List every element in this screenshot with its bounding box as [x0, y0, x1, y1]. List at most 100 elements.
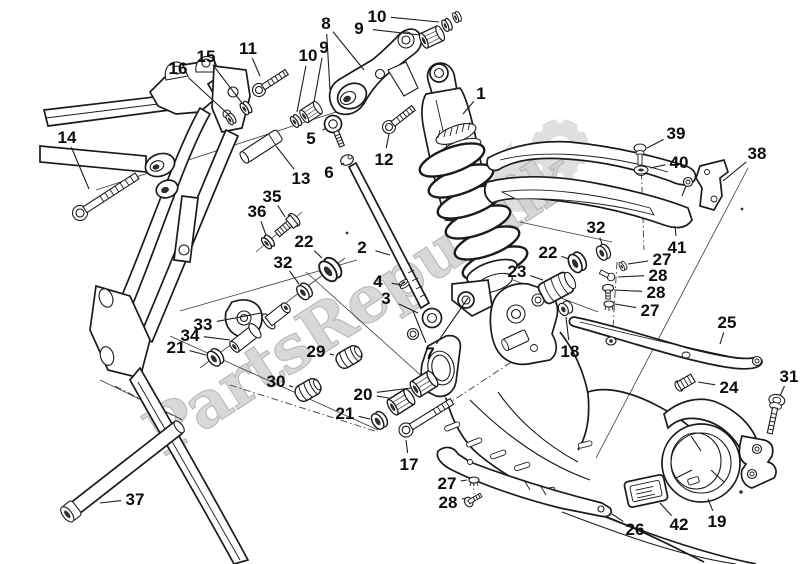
callout-leader-10 [390, 16, 440, 23]
bolt-39 [633, 143, 647, 166]
callout-32: 32 [274, 253, 293, 272]
callout-31: 31 [780, 367, 799, 386]
tie-rod [323, 114, 443, 341]
callout-23: 23 [508, 262, 527, 281]
bolt-11 [251, 68, 290, 98]
callout-leader-14 [70, 146, 90, 190]
callout-leader-15 [212, 64, 243, 104]
callout-leader-29 [329, 353, 335, 356]
callout-leader-17 [405, 439, 409, 454]
left-hardware-cluster [203, 213, 366, 405]
callout-4: 4 [373, 272, 383, 291]
bolt-12 [381, 104, 417, 135]
callout-leader-20 [376, 395, 390, 399]
id-plate-42 [623, 474, 669, 508]
callout-21: 21 [167, 338, 186, 357]
callout-leader-39 [646, 138, 664, 149]
rod-end-5 [323, 114, 346, 148]
rod-2 [347, 161, 431, 310]
callout-7: 7 [425, 344, 434, 363]
callout-leader-32 [289, 270, 300, 285]
callout-leader-7 [435, 297, 469, 345]
callout-leader-7 [412, 310, 427, 344]
callout-10: 10 [368, 7, 387, 26]
callout-leader-30 [289, 385, 294, 388]
callout-leader-12 [385, 133, 390, 149]
callout-leader-31 [779, 385, 786, 397]
bolt-31 [766, 393, 786, 435]
callout-24: 24 [720, 378, 739, 397]
callout-34: 34 [181, 326, 200, 345]
screw-33 [261, 302, 291, 330]
callout-leader-6 [340, 162, 345, 166]
callout-leader-24 [697, 381, 716, 386]
coil-spring [418, 142, 529, 281]
callout-21: 21 [336, 404, 355, 423]
callout-leader-1 [462, 101, 475, 115]
hub-clamp [738, 435, 777, 489]
callout-27: 27 [653, 250, 672, 269]
callout-15: 15 [197, 47, 216, 66]
callout-11: 11 [239, 39, 257, 58]
chain-slider-lower [436, 446, 613, 518]
bolt-17 [398, 397, 455, 438]
callout-10: 10 [299, 46, 318, 65]
callout-leader-8 [332, 31, 365, 71]
callout-27: 27 [641, 301, 660, 320]
upper-linkage [71, 10, 464, 222]
callout-leader-2 [375, 250, 391, 256]
callout-leader-38 [722, 161, 747, 182]
callout-18: 18 [561, 342, 580, 361]
bush-23 [537, 271, 577, 305]
callout-37: 37 [126, 490, 145, 509]
callout-leader-27 [614, 303, 637, 309]
callout-leader-22 [561, 255, 570, 260]
callout-leader-32 [599, 237, 603, 245]
callout-14: 14 [58, 128, 77, 147]
pivot-hardware [368, 241, 629, 438]
callout-2: 2 [357, 238, 366, 257]
callout-13: 13 [292, 169, 311, 188]
callout-leader-4 [391, 282, 403, 286]
callout-leader-23 [530, 275, 544, 281]
callout-leader-22 [313, 250, 323, 259]
callout-9: 9 [354, 19, 363, 38]
callout-17: 17 [400, 455, 419, 474]
callout-1: 1 [476, 84, 485, 103]
callout-leader-36 [260, 221, 267, 236]
callout-leader-40 [649, 164, 666, 169]
callout-6: 6 [324, 163, 333, 182]
callout-leader-41 [674, 225, 677, 237]
pin-13 [239, 129, 283, 164]
callout-leader-13 [275, 145, 295, 170]
callout-28: 28 [647, 283, 666, 302]
callout-35: 35 [263, 187, 282, 206]
callout-leader-10 [296, 65, 307, 113]
brake-stay [483, 140, 730, 229]
callout-leader-21 [358, 415, 371, 420]
callout-5: 5 [306, 129, 315, 148]
bush-18 [557, 300, 574, 317]
callout-leader-20 [376, 387, 412, 393]
callout-leader-28 [617, 275, 645, 278]
callout-3: 3 [381, 289, 390, 308]
callout-leader-37 [99, 500, 122, 504]
callout-leader-35 [277, 205, 286, 218]
callout-8: 8 [321, 14, 330, 33]
screw-35 [274, 213, 301, 238]
callout-27: 27 [438, 474, 457, 493]
callout-leader-42 [659, 502, 673, 517]
rod-end-3 [421, 307, 443, 329]
callout-16: 16 [169, 59, 188, 78]
callout-leader-21 [189, 350, 207, 356]
callout-9: 9 [319, 38, 328, 57]
callout-22: 22 [539, 243, 558, 262]
callout-30: 30 [267, 372, 286, 391]
callout-40: 40 [670, 153, 689, 172]
callout-39: 39 [667, 124, 686, 143]
callout-leader-3 [398, 303, 419, 314]
callout-leader-26 [611, 513, 624, 522]
shock-absorber [418, 62, 529, 318]
callout-20: 20 [354, 385, 373, 404]
